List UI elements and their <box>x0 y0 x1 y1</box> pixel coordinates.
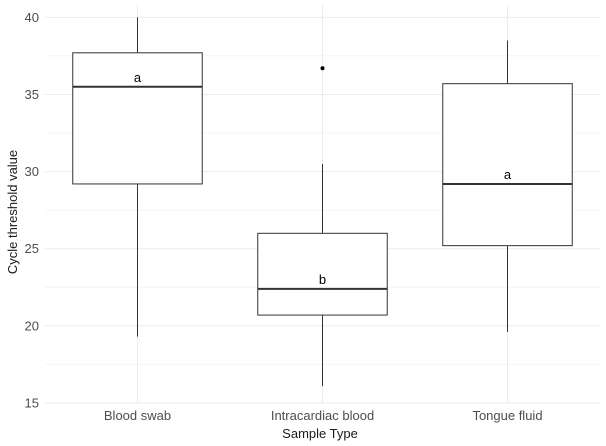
x-tick-label: Intracardiac blood <box>271 408 374 423</box>
significance-label: a <box>134 70 142 85</box>
y-tick-label: 30 <box>25 164 39 179</box>
y-tick-label: 20 <box>25 318 39 333</box>
box-group: a <box>72 17 203 337</box>
x-axis-ticks: Blood swab Intracardiac blood Tongue fluid <box>104 408 543 423</box>
box-iqr <box>442 83 573 247</box>
y-tick-label: 15 <box>25 396 39 411</box>
box-group: b <box>257 66 388 387</box>
significance-label: b <box>319 272 326 287</box>
y-tick-label: 25 <box>25 241 39 256</box>
x-axis-title: Sample Type <box>282 426 358 441</box>
significance-label: a <box>504 167 512 182</box>
outlier-point <box>320 66 325 71</box>
y-axis-ticks: 15 20 25 30 35 40 <box>25 10 39 411</box>
x-tick-label: Tongue fluid <box>472 408 542 423</box>
boxes: a b a <box>72 17 573 387</box>
y-tick-label: 40 <box>25 10 39 25</box>
x-tick-label: Blood swab <box>104 408 171 423</box>
y-tick-label: 35 <box>25 87 39 102</box>
box-iqr <box>257 232 388 316</box>
box-iqr <box>72 52 203 185</box>
box-group: a <box>442 40 573 333</box>
y-axis-title: Cycle threshold value <box>5 150 20 274</box>
